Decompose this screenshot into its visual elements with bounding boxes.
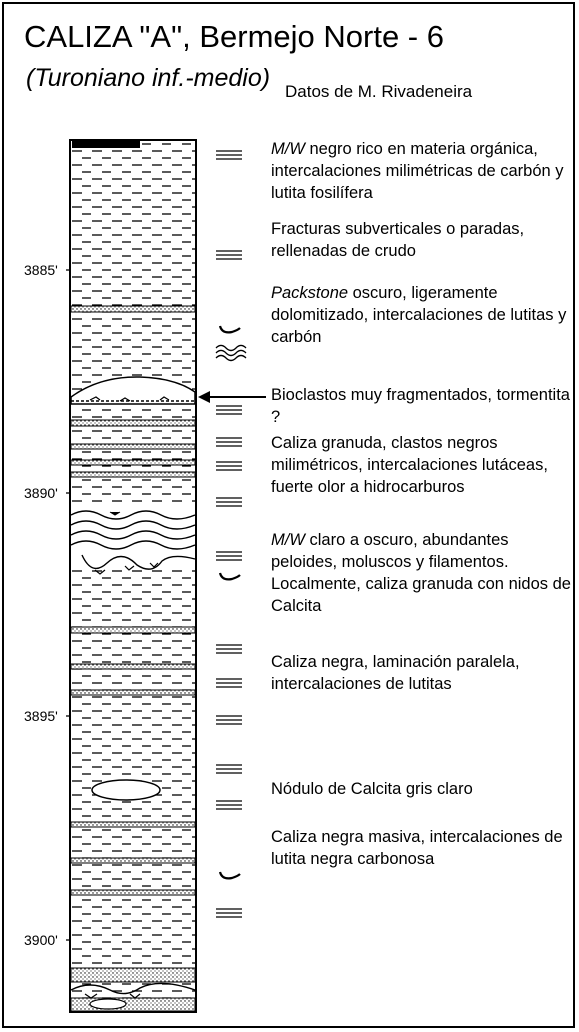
storm-bed-lens [70,376,196,405]
basal-sandy-beds [70,967,196,1012]
depth-label-3885: 3885' [24,262,58,278]
parallel-lamination-icon [215,150,243,918]
wavy-nodular-bed [70,505,196,575]
description-2: Fracturas subverticales o paradas, relle… [271,220,525,260]
description-4: Bioclastos muy fragmentados, tormentita … [271,386,570,426]
calcite-nodule [91,779,161,801]
description-7: Caliza negra, laminación paralela, inter… [271,653,520,693]
figure-subtitle: (Turoniano inf.-medio) [26,64,271,92]
description-6: M/W claro a oscuro, abundantes peloides,… [271,531,571,615]
thin-limestone-beds [70,305,196,896]
description-3: Packstone oscuro, ligeramente dolomitiza… [271,284,567,346]
wavy-lamination-icon [215,344,247,362]
depth-label-3890: 3890' [24,485,58,501]
depth-label-3900: 3900' [24,932,58,948]
column-lithology [69,139,197,1013]
depth-ticks [66,269,70,941]
description-8: Nódulo de Calcita gris claro [271,780,473,798]
description-5: Caliza granuda, clastos negros milimétri… [271,434,548,496]
description-1: M/W negro rico en materia orgánica, inte… [271,140,564,202]
data-credit: Datos de M. Rivadeneira [285,82,473,101]
figure-title: CALIZA "A", Bermejo Norte - 6 [24,19,444,54]
coal-bed [72,141,140,148]
description-9: Caliza negra masiva, intercalaciones de … [271,828,563,868]
arrow-icon [198,391,266,403]
depth-label-3895: 3895' [24,708,58,724]
bivalve-shell-icon [218,324,242,880]
